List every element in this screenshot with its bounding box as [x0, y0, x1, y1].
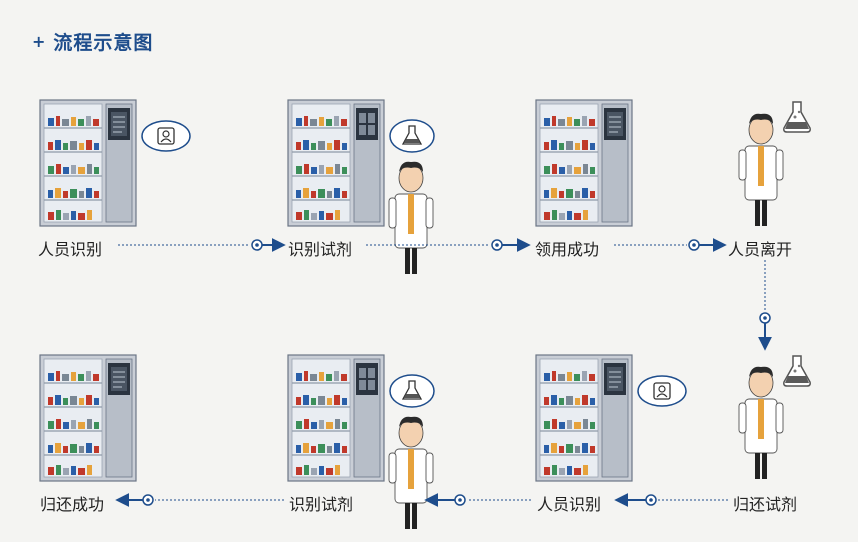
connector-5-6: [614, 493, 728, 507]
step-3-scene: [535, 99, 633, 227]
step-7-label: 识别试剂: [289, 495, 354, 514]
step-6-scene: [535, 354, 687, 482]
step-2-label: 识别试剂: [288, 240, 353, 259]
connector-2-3: [366, 238, 531, 252]
step-3-label: 领用成功: [535, 240, 600, 259]
step-5-scene: [738, 355, 811, 480]
step-6-label: 人员识别: [537, 495, 602, 514]
connector-6-7: [424, 493, 531, 507]
plus-icon: +: [32, 32, 46, 51]
diagram-title: + 流程示意图: [32, 28, 153, 55]
connector-7-8: [115, 493, 284, 507]
step-4-label: 人员离开: [728, 240, 793, 259]
step-1-scene: [39, 99, 191, 227]
connector-1-2: [118, 238, 286, 252]
step-1-label: 人员识别: [38, 240, 103, 259]
title-text: 流程示意图: [53, 32, 154, 54]
step-8-scene: [39, 354, 137, 482]
step-8-label: 归还成功: [40, 495, 105, 514]
step-5-label: 归还试剂: [733, 495, 798, 514]
step-4-scene: [738, 101, 811, 227]
connector-4-5: [758, 260, 772, 351]
connector-3-4: [614, 238, 727, 252]
